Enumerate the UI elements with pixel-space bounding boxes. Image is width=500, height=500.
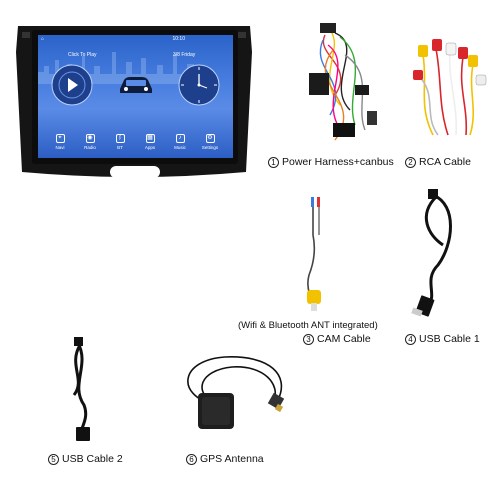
rca-cable-image	[413, 39, 487, 136]
car-stereo-head-unit: ⌂ 10:10 Click To Play 3/8 Friday	[14, 22, 254, 182]
apps-icon: ▦	[145, 134, 155, 143]
app-label: Music	[174, 145, 186, 150]
head-unit-screen: ⌂ 10:10 Click To Play 3/8 Friday	[38, 35, 233, 158]
item-4-label: USB Cable 1	[419, 333, 480, 345]
status-time: 10:10	[172, 36, 185, 42]
car-icon	[120, 77, 152, 93]
app-label: Radio	[84, 145, 96, 150]
gear-icon: ⚙	[205, 134, 215, 143]
app-settings[interactable]: ⚙ Settings	[200, 134, 220, 150]
app-bt[interactable]: ᛒ BT	[110, 134, 130, 150]
app-label: Apps	[144, 145, 156, 150]
item-1-label: Power Harness+canbus	[282, 156, 394, 168]
item-5-label: USB Cable 2	[62, 453, 123, 465]
item-3-number: 3	[303, 334, 314, 345]
app-label: Settings	[201, 145, 219, 150]
item-6-label: GPS Antenna	[200, 453, 264, 465]
power-harness-image	[309, 23, 377, 141]
cam-cable-image	[307, 197, 321, 311]
date-card-label: 3/8 Friday	[173, 52, 196, 58]
music-card-label: Click To Play	[68, 52, 97, 58]
item-6-number: 6	[186, 454, 197, 465]
app-navi[interactable]: ⌖ Navi	[50, 134, 70, 150]
app-apps[interactable]: ▦ Apps	[140, 134, 160, 150]
app-radio[interactable]: ◉ Radio	[80, 134, 100, 150]
item-1-caption: 1 Power Harness+canbus	[268, 156, 394, 169]
gps-antenna-image	[187, 356, 285, 429]
item-5-caption: 5 USB Cable 2	[48, 453, 123, 466]
item-3-caption: 3 CAM Cable	[303, 333, 371, 346]
status-bar: ⌂ 10:10	[38, 35, 233, 44]
item-2-number: 2	[405, 157, 416, 168]
app-label: Navi	[55, 145, 65, 150]
item-1-number: 1	[268, 157, 279, 168]
cam-cable-note: (Wifi & Bluetooth ANT integrated)	[238, 320, 378, 331]
item-2-caption: 2 RCA Cable	[405, 156, 471, 169]
app-dock: ⌖ Navi ◉ Radio ᛒ BT ▦ Apps ♪ Music ⚙ Settings	[38, 35, 233, 158]
usb-cable-1-image	[411, 189, 452, 317]
clock-widget[interactable]	[175, 61, 223, 109]
app-label: BT	[117, 145, 123, 150]
usb-cable-2-image	[72, 337, 90, 441]
item-4-number: 4	[405, 334, 416, 345]
music-widget-dial[interactable]	[48, 61, 96, 109]
home-icon: ⌂	[41, 36, 45, 42]
item-3-label: CAM Cable	[317, 333, 371, 345]
item-5-number: 5	[48, 454, 59, 465]
bluetooth-icon: ᛒ	[115, 134, 125, 143]
item-6-caption: 6 GPS Antenna	[186, 453, 264, 466]
item-2-label: RCA Cable	[419, 156, 471, 168]
music-note-icon: ♪	[175, 134, 185, 143]
location-pin-icon: ⌖	[55, 134, 65, 143]
app-music[interactable]: ♪ Music	[170, 134, 190, 150]
radio-icon: ◉	[85, 134, 95, 143]
item-4-caption: 4 USB Cable 1	[405, 333, 480, 346]
